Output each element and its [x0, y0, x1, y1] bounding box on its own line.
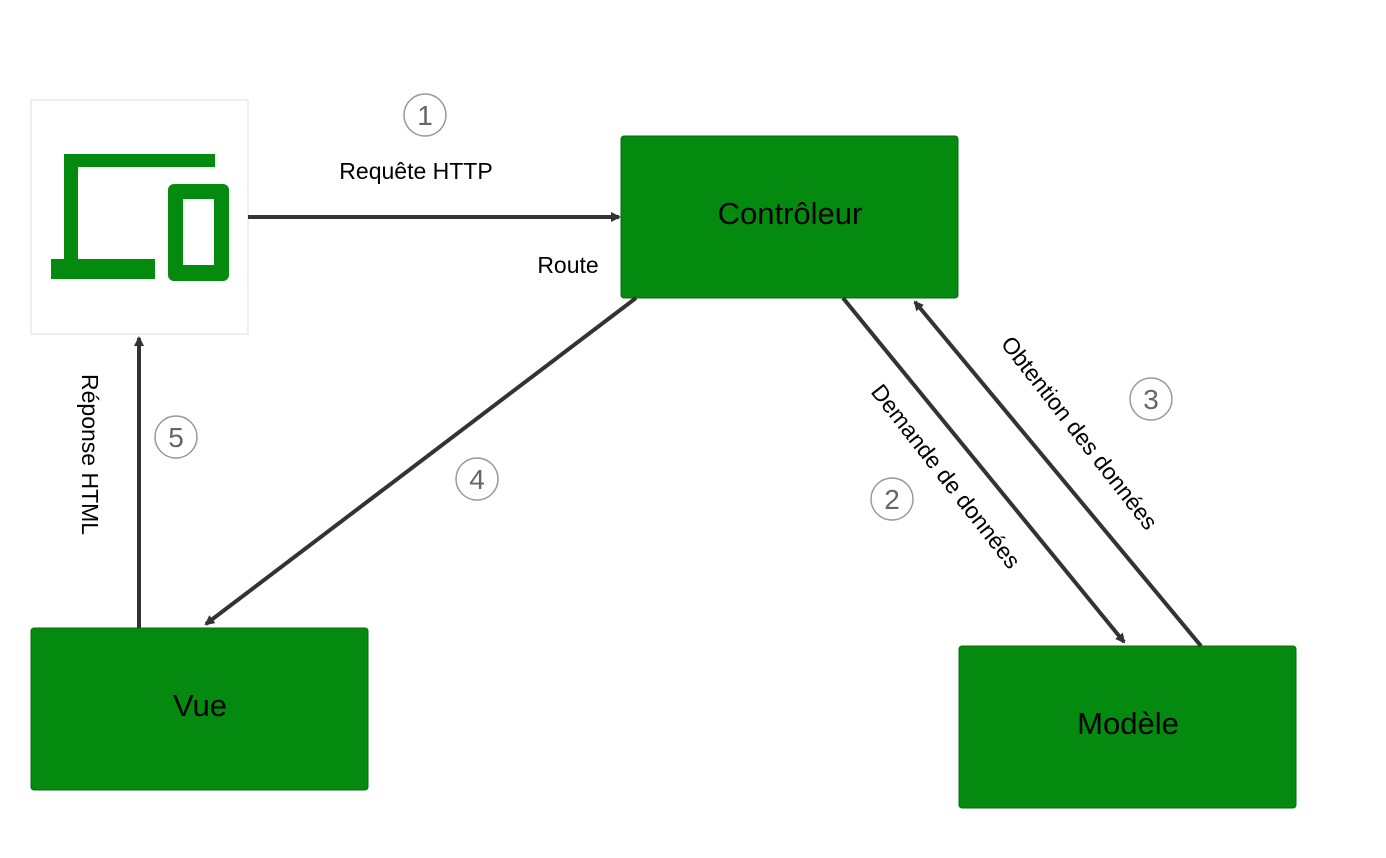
- view-label: Vue: [173, 688, 227, 723]
- model-node: Modèle: [958, 645, 1297, 809]
- model-label: Modèle: [1077, 706, 1179, 741]
- data-request-arrow: [841, 296, 1126, 644]
- view-box: [30, 627, 369, 791]
- request-label: Requête HTTP: [339, 158, 492, 184]
- data-obtain-arrow: [913, 300, 1203, 648]
- controller-box: [620, 135, 959, 299]
- step-3-number: 3: [1143, 384, 1159, 415]
- laptop-phone-icon: [51, 154, 229, 281]
- step-4-number: 4: [469, 464, 485, 495]
- step-2-marker: 2: [870, 477, 914, 521]
- response-label: Réponse HTML: [77, 374, 103, 535]
- step-2-number: 2: [884, 484, 900, 515]
- route-label: Route: [537, 252, 598, 278]
- controller-node: Contrôleur: [620, 135, 959, 299]
- step-3-marker: 3: [1129, 377, 1173, 421]
- to-view-arrow: [204, 296, 638, 626]
- step-1-number: 1: [417, 100, 433, 131]
- step-1-marker: 1: [403, 93, 447, 137]
- model-box: [958, 645, 1297, 809]
- step-5-number: 5: [168, 422, 184, 453]
- step-5-marker: 5: [154, 415, 198, 459]
- controller-label: Contrôleur: [718, 196, 863, 231]
- step-4-marker: 4: [455, 457, 499, 501]
- data-obtain-label: Obtention des données: [996, 331, 1163, 534]
- view-node: Vue: [30, 627, 369, 791]
- client-device: [30, 99, 249, 335]
